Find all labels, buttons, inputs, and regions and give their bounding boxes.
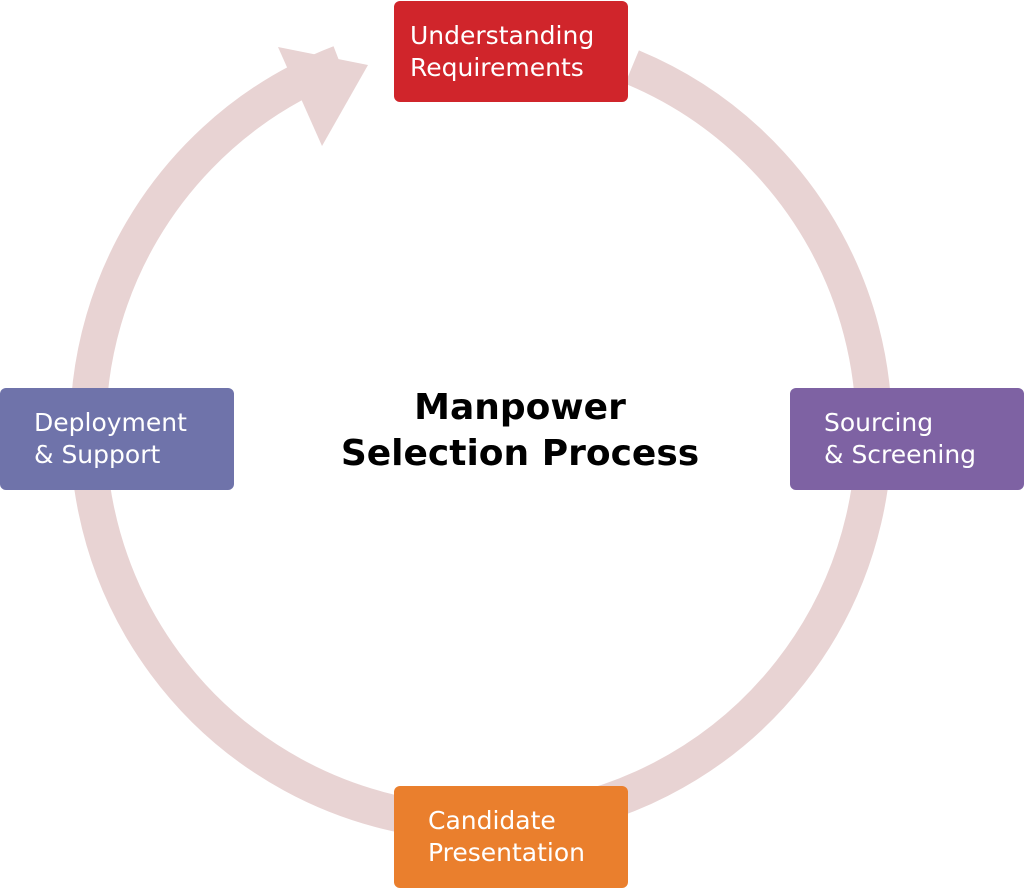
step-understanding-requirements: Understanding Requirements (394, 1, 628, 102)
step-label-line-2: & Support (34, 440, 161, 469)
step-candidate-presentation: Candidate Presentation (394, 786, 628, 888)
diagram-title-line-2: Selection Process (340, 433, 700, 474)
step-label-line-1: Candidate (428, 806, 556, 835)
step-sourcing-screening: Sourcing & Screening (790, 388, 1024, 490)
step-label-line-2: & Screening (824, 440, 977, 469)
step-label-line-1: Deployment (34, 408, 187, 437)
diagram-title: Manpower Selection Process (312, 385, 728, 477)
step-deployment-support: Deployment & Support (0, 388, 234, 490)
diagram-title-line-1: Manpower (414, 387, 626, 428)
cycle-arrowhead (278, 47, 368, 146)
step-label-line-2: Presentation (428, 838, 586, 867)
step-label-line-2: Requirements (410, 52, 584, 82)
step-label-line-1: Understanding (410, 20, 595, 50)
step-label-line-1: Sourcing (824, 408, 934, 437)
